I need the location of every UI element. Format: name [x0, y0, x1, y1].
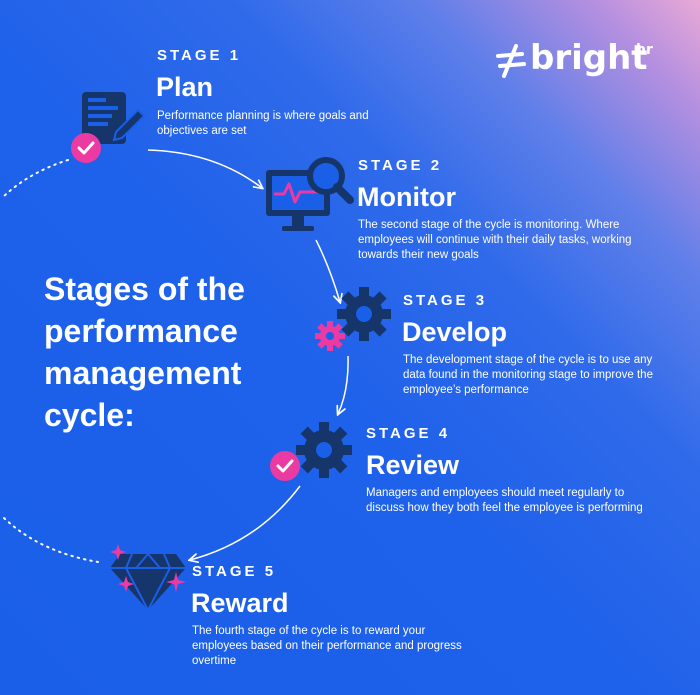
monitor-magnifier-icon — [266, 157, 354, 231]
logo-text: bright — [530, 38, 648, 78]
gears-icon — [315, 287, 391, 351]
stage-3-desc: The development stage of the cycle is to… — [403, 354, 653, 396]
stage-5-title: Reward — [191, 588, 289, 618]
stage-2-desc: The second stage of the cycle is monitor… — [358, 219, 632, 261]
logo-suffix: hr — [636, 42, 653, 58]
stage-3-label: STAGE 3 — [403, 292, 488, 309]
pink-check-icon — [71, 133, 101, 163]
stage-4-desc: Managers and employees should meet regul… — [366, 487, 643, 514]
arrow-develop-to-review — [338, 355, 349, 414]
brand-logo: bright hr — [496, 38, 656, 84]
stage-1-desc: Performance planning is where goals and … — [157, 110, 369, 137]
dotted-arc-top — [3, 159, 69, 197]
stage-4-label: STAGE 4 — [366, 425, 451, 442]
page-title: Stages of the performance management cyc… — [44, 271, 245, 433]
stage-1-label: STAGE 1 — [157, 47, 242, 64]
diamond-icon — [110, 544, 186, 613]
dotted-arc-bottom — [3, 517, 99, 563]
stage-2-label: STAGE 2 — [358, 157, 443, 174]
arrow-plan-to-monitor — [147, 149, 262, 188]
document-pen-icon — [82, 92, 146, 144]
gear-check-icon — [270, 422, 352, 481]
stage-1-icon — [68, 86, 152, 166]
logo-mark-icon — [496, 44, 526, 78]
stage-2-title: Monitor — [357, 182, 456, 212]
stage-3-title: Develop — [402, 317, 508, 347]
stage-5-desc: The fourth stage of the cycle is to rewa… — [192, 625, 462, 667]
stage-1-title: Plan — [156, 72, 214, 102]
stage-5-label: STAGE 5 — [192, 563, 277, 580]
arrow-review-to-reward — [190, 485, 301, 560]
arrow-monitor-to-develop — [315, 239, 340, 302]
stage-4-title: Review — [366, 450, 460, 480]
